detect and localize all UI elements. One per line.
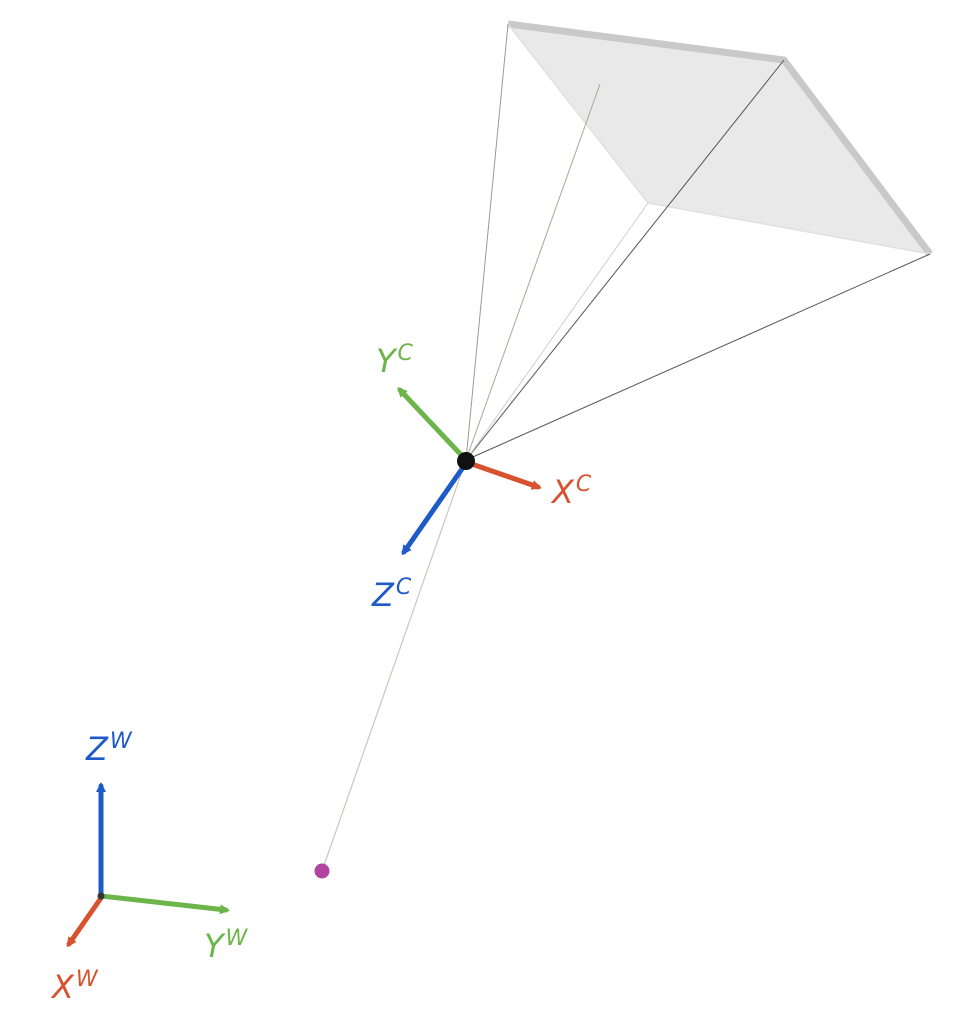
camera-x-label-sup: C <box>576 472 592 497</box>
world-z-label-sup: W <box>110 729 133 754</box>
camera-y-axis <box>397 387 467 461</box>
camera-y-label-sup: C <box>398 341 414 366</box>
image-plane-face <box>508 24 930 254</box>
world-origin <box>97 892 105 900</box>
camera-center <box>457 452 475 470</box>
world-y-label-sup: W <box>226 926 249 951</box>
world-y-label: YW <box>204 926 249 965</box>
image-plane-edge <box>507 23 649 204</box>
camera-y-label-base: Y <box>376 342 398 380</box>
world-y-axis <box>98 893 230 915</box>
world-y-label-base: Y <box>204 927 226 965</box>
frustum-edge <box>465 23 509 461</box>
frustum-edge <box>465 253 931 461</box>
projection-ray <box>321 459 467 872</box>
camera-y-label: YC <box>376 341 414 380</box>
camera-x-axis <box>463 459 542 490</box>
image-plane-edge <box>647 202 931 255</box>
camera-x-label: XC <box>550 472 592 511</box>
world-x-label-base: X <box>50 968 75 1006</box>
camera-frame: XC YC ZC <box>371 341 592 614</box>
frustum-edges <box>465 23 931 461</box>
image-plane <box>507 20 933 257</box>
camera-z-label-base: Z <box>371 576 395 614</box>
world-point <box>314 863 330 879</box>
frustum-edge <box>465 59 785 461</box>
camera-z-label: ZC <box>371 575 412 614</box>
frustum-edge <box>465 202 649 461</box>
principal-axis <box>465 83 601 461</box>
camera-x-label-base: X <box>550 473 575 511</box>
camera-z-label-sup: C <box>396 575 412 600</box>
world-x-label-sup: W <box>76 967 99 992</box>
world-x-label: XW <box>50 967 99 1006</box>
world-x-axis <box>66 895 104 948</box>
camera-z-axis <box>401 463 467 556</box>
world-z-label: ZW <box>85 729 133 768</box>
world-z-label-base: Z <box>85 730 109 768</box>
world-frame: ZW YW XW <box>50 729 249 1006</box>
